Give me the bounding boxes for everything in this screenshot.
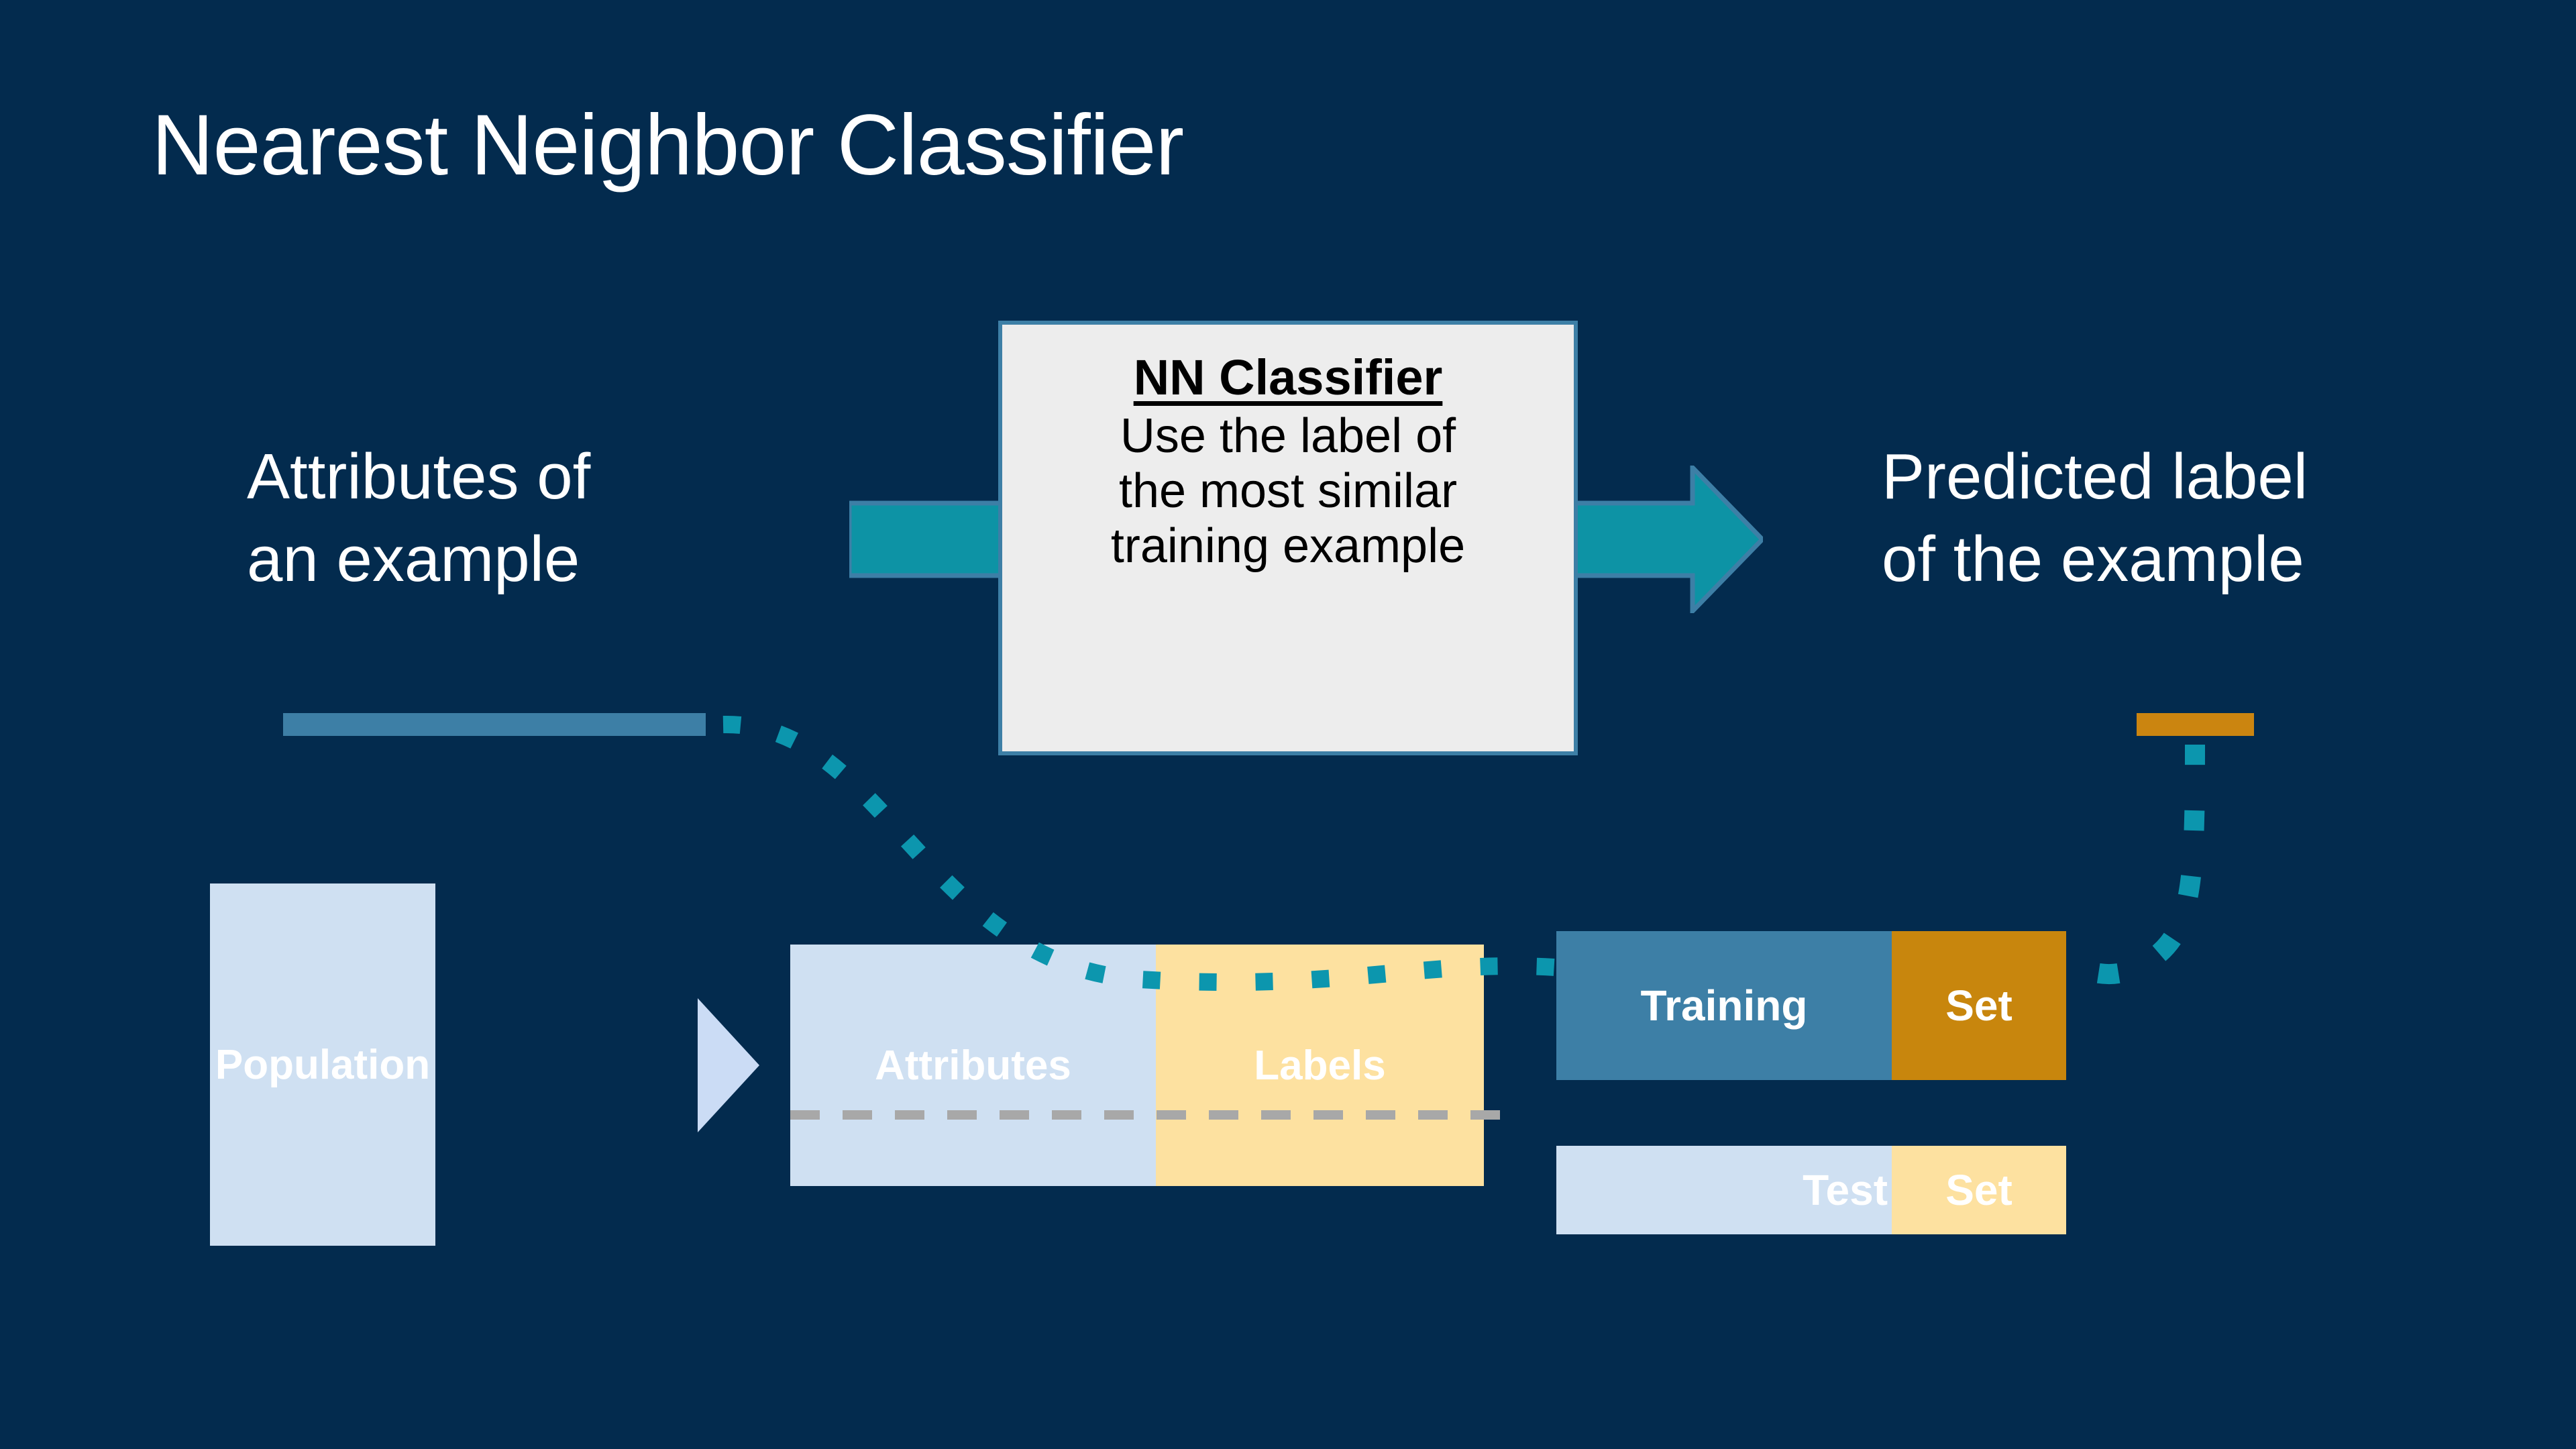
labels-cell: Labels: [1156, 945, 1484, 1186]
predicted-label-bar: [2137, 713, 2254, 736]
training-set-row: Training Set: [1556, 931, 2066, 1080]
page-title: Nearest Neighbor Classifier: [152, 97, 1184, 193]
attribute-bar: [283, 713, 706, 736]
attributes-label: Attributes: [875, 1042, 1071, 1089]
nn-classifier-description: Use the label of the most similar traini…: [1110, 409, 1466, 574]
nn-classifier-box: NN Classifier Use the label of the most …: [998, 321, 1578, 755]
training-label: Training: [1640, 981, 1808, 1030]
test-set-cell: Set: [1892, 1146, 2066, 1234]
attributes-cell: Attributes: [790, 945, 1156, 1186]
training-cell: Training: [1556, 931, 1892, 1080]
output-caption: Predicted label of the example: [1882, 441, 2308, 595]
dataset-split-divider: [790, 1110, 1503, 1120]
dataset-box: Attributes Labels: [790, 945, 1484, 1186]
population-box: Population: [210, 883, 435, 1246]
population-label: Population: [215, 1041, 431, 1088]
test-cell: Test: [1556, 1146, 1892, 1234]
input-caption: Attributes of an example: [247, 441, 591, 595]
test-set-row: Test Set: [1556, 1146, 2066, 1234]
test-set-label: Set: [1945, 1166, 2012, 1214]
training-set-cell: Set: [1892, 931, 2066, 1080]
split-arrow-icon: [698, 998, 759, 1132]
training-set-label: Set: [1945, 981, 2012, 1030]
nn-classifier-title: NN Classifier: [1133, 350, 1443, 405]
test-label: Test: [1803, 1166, 1888, 1214]
labels-label: Labels: [1254, 1042, 1386, 1089]
